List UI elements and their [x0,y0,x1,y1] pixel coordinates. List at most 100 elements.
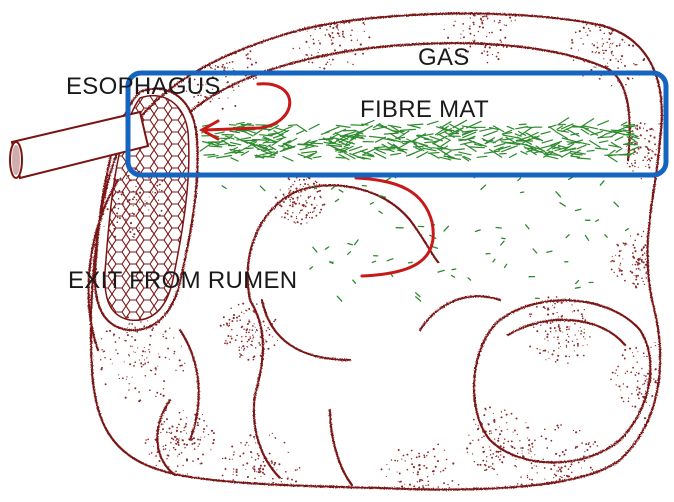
stipple-dot [571,491,572,492]
fibre-particle [614,202,618,207]
fibre-particle [600,181,604,185]
stipple-dot [522,455,524,457]
fibre-strand [526,133,533,137]
stipple-dot [482,447,484,449]
stipple-dot [173,337,174,338]
stipple-dot [646,379,647,380]
stipple-dot [303,179,305,181]
stipple-dot [197,458,199,460]
stipple-dot [155,373,157,375]
fibre-particle [444,226,449,231]
stipple-dot [163,380,165,382]
stipple-dot [659,406,661,408]
stipple-dot [593,44,595,46]
stipple-dot [300,184,301,185]
stipple-dot [420,479,422,481]
stipple-dot [532,446,534,448]
stipple-dot [649,128,651,130]
stipple-dot [668,396,669,397]
stipple-dot [672,132,673,133]
stipple-dot [149,344,151,346]
stipple-dot [668,389,670,391]
stipple-dot [560,470,562,472]
stipple-dot [623,28,624,29]
stipple-dot [560,476,561,477]
stipple-dot [315,181,317,183]
fibre-particle [325,247,328,249]
stipple-dot [193,442,195,444]
stipple-dot [222,108,224,110]
stipple-dot [320,5,321,6]
stipple-dot [280,189,281,190]
stipple-dot [599,78,601,80]
stipple-dot [236,469,238,471]
stipple-dot [643,281,644,282]
stipple-dot [644,267,646,269]
stipple-dot [490,466,491,467]
stipple-dot [559,327,561,329]
stipple-dot [290,215,292,217]
stipple-dot [351,29,353,31]
stipple-dot [129,363,131,365]
stipple-dot [311,217,313,219]
stipple-dot [598,52,600,54]
stipple-dot [242,345,244,347]
stipple-dot [501,411,502,412]
fibre-strand [590,141,601,148]
stipple-dot [484,469,486,471]
stipple-dot [528,453,529,454]
stipple-dot [536,306,538,308]
stipple-dot [214,69,216,71]
stipple-dot [173,439,175,441]
stipple-dot [493,468,495,470]
stipple-dot [229,341,231,343]
stipple-dot [242,355,243,356]
stipple-dot [624,349,626,351]
stipple-dot [350,35,352,37]
stipple-dot [236,320,238,322]
stipple-dot [491,430,492,431]
stipple-dot [509,8,510,9]
stipple-dot [239,349,241,351]
stipple-dot [125,340,127,342]
stipple-dot [585,32,586,33]
fibre-strand [400,129,415,130]
fibre-strand [480,128,492,131]
stipple-dot [142,355,143,356]
fibre-strand [577,145,586,149]
stipple-dot [301,22,303,24]
stipple-dot [198,64,200,66]
stipple-dot [659,414,661,416]
stipple-dot [274,462,276,464]
stipple-dot [659,399,661,401]
stipple-dot [670,369,672,371]
stipple-dot [579,30,581,32]
stipple-dot [147,439,149,441]
stipple-dot [568,326,569,327]
stipple-dot [147,362,149,364]
stipple-dot [650,274,651,275]
stipple-dot [139,360,140,361]
stipple-dot [473,419,475,421]
stipple-dot [181,452,183,454]
stipple-dot [454,490,455,491]
stipple-dot [639,126,641,128]
stipple-dot [526,427,528,429]
stipple-dot [104,357,105,358]
stipple-dot [253,78,255,80]
stipple-dot [295,469,297,471]
stipple-dot [294,202,295,203]
fibre-particle [332,187,335,189]
stipple-dot [492,467,494,469]
stipple-dot [158,460,160,462]
stipple-dot [231,338,233,340]
fibre-particle [605,235,607,238]
stipple-dot [299,27,300,28]
stipple-dot [610,261,611,262]
stipple-dot [224,342,226,344]
stipple-dot [597,47,599,49]
stipple-dot [318,12,319,13]
stipple-dot [590,467,592,469]
stipple-dot [319,42,320,43]
stipple-dot [636,128,638,130]
